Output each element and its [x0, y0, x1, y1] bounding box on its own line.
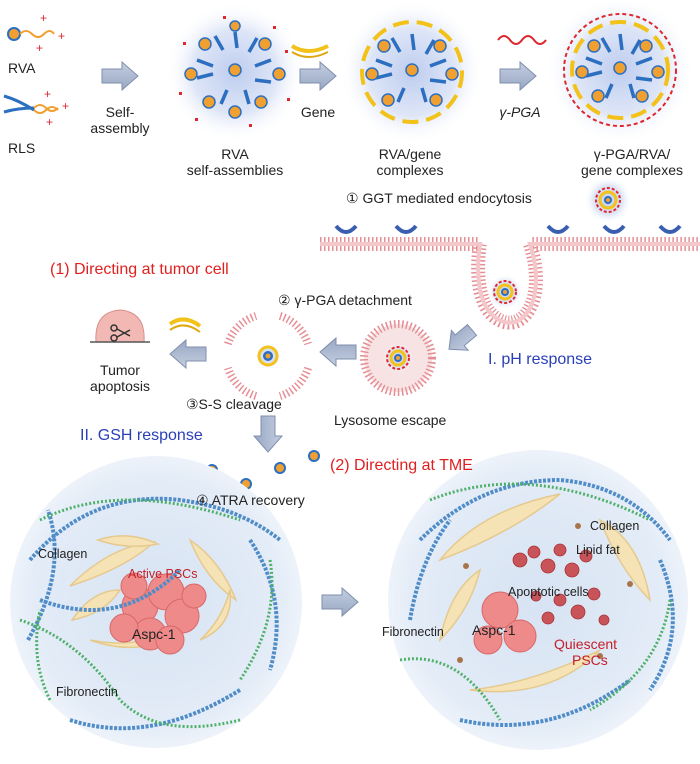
quiescent-pscs-label-line2: PSCs	[572, 652, 608, 668]
arrow-to-apoptosis	[169, 339, 207, 369]
escaped-vesicle	[224, 312, 312, 400]
ggt-receptor-icons	[334, 224, 682, 234]
collagen-left-label: Collagen	[38, 547, 88, 561]
lysosome-escape-label: Lysosome escape	[334, 412, 447, 428]
arrow-pga	[499, 61, 537, 91]
tumor-apoptosis-label-line2: apoptosis	[90, 378, 150, 394]
rva-gene-complexes-label-line1: RVA/gene	[378, 146, 442, 162]
ph-response-label: I. pH response	[488, 351, 593, 368]
rva-label: RVA	[8, 60, 36, 76]
directing-tme-label: (2) Directing at TME	[330, 457, 473, 474]
rva-gene-complex-particle	[340, 0, 484, 144]
arrow-gene	[299, 61, 337, 91]
arrow-active-to-quiescent	[321, 587, 359, 617]
svg-text:+: +	[36, 41, 43, 55]
lipid-fat-label: Lipid fat	[576, 543, 620, 557]
svg-text:+: +	[40, 11, 47, 25]
self-assembly-label-line1: Self-	[105, 104, 135, 120]
endocytosed-particle	[487, 274, 523, 310]
rva-self-assembly-particle	[165, 2, 305, 142]
gene-icon-1	[290, 44, 329, 58]
arrow-to-endosome	[448, 323, 478, 351]
apoptotic-cells-label: Apoptotic cells	[508, 585, 589, 599]
rva-self-assemblies-label-line1: RVA	[221, 146, 249, 162]
gene-icon-released	[168, 317, 202, 333]
gene-label: Gene	[300, 104, 336, 120]
pga-complexes-label-line2: gene complexes	[581, 162, 683, 178]
svg-text:+: +	[62, 99, 69, 113]
tme-active-circle	[10, 456, 302, 748]
step2-pga-detachment-label: ② γ-PGA detachment	[278, 292, 412, 308]
step1-endocytosis-label: ① GGT mediated endocytosis	[346, 190, 532, 206]
collagen-right-label: Collagen	[590, 519, 640, 533]
svg-text:+: +	[46, 115, 53, 129]
tumor-apoptosis-label-line1: Tumor	[100, 362, 140, 378]
pga-complexes-label-line1: γ-PGA/RVA/	[593, 146, 671, 162]
pga-chain-icon	[497, 35, 547, 45]
arrow-endosome-to-escape	[319, 337, 357, 367]
tumor-apoptosis-icon	[90, 309, 150, 343]
gsh-response-label: II. GSH response	[80, 427, 203, 444]
arrow-self-assembly	[101, 61, 139, 91]
quiescent-pscs-label-line1: Quiescent	[554, 636, 618, 652]
lysosome-vesicle	[360, 320, 436, 396]
step4-atra-recovery-label: ④ ATRA recovery	[196, 492, 305, 508]
arrow-down-to-tme	[253, 415, 283, 453]
svg-text:+: +	[44, 87, 51, 101]
cell-membrane	[320, 237, 700, 330]
tme-quiescent-circle	[388, 450, 688, 750]
rva-self-assemblies-label-line2: self-assemblies	[186, 162, 284, 178]
active-pscs-label: Active PSCs	[128, 567, 198, 581]
aspc-left-label: Aspc-1	[132, 626, 176, 642]
self-assembly-label-line2: assembly	[90, 120, 150, 136]
rls-molecule-icon: + + +	[3, 87, 69, 129]
rva-gene-complexes-label-line2: complexes	[376, 162, 444, 178]
step3-ss-cleavage-label: ③S-S cleavage	[186, 396, 282, 412]
fibronectin-right-label: Fibronectin	[382, 625, 444, 639]
fibronectin-left-label: Fibronectin	[56, 685, 118, 699]
pga-rva-gene-complex-particle	[546, 0, 694, 144]
directing-tumor-cell-label: (1) Directing at tumor cell	[50, 261, 229, 278]
small-complex-particle	[584, 176, 632, 224]
svg-text:+: +	[58, 29, 65, 43]
rls-label: RLS	[8, 140, 36, 156]
aspc-right-label: Aspc-1	[472, 622, 516, 638]
rva-molecule-icon: + + +	[7, 11, 65, 55]
pga-label: γ-PGA	[499, 104, 541, 120]
